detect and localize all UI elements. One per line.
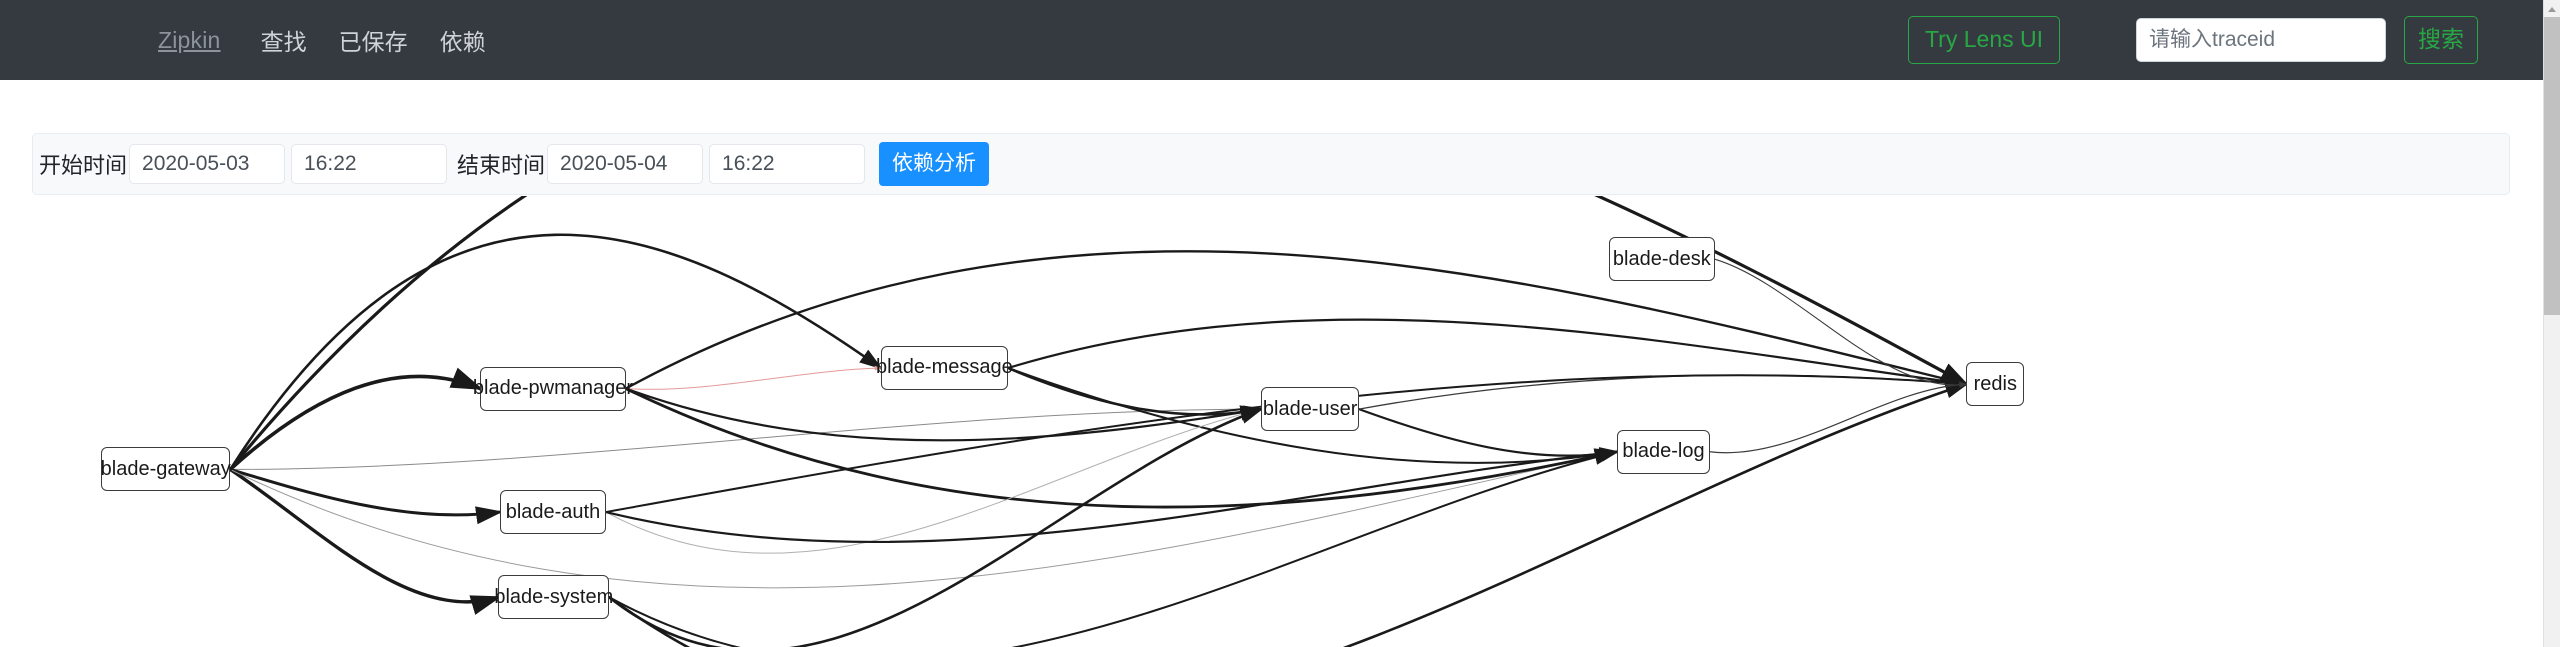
graph-edge-blade-gateway-to-blade-pwmanager[interactable] (228, 367, 484, 472)
dependency-filter-bar: 开始时间 结束时间 依赖分析 (32, 133, 2510, 195)
graph-edge-blade-user-to-blade-log[interactable] (1357, 408, 1620, 462)
graph-edge-blade-log-to-redis[interactable] (1709, 381, 1968, 454)
scrollbar-thumb[interactable] (2544, 17, 2560, 315)
end-time-label: 结束时间 (457, 153, 546, 178)
graph-edge-blade-auth-to-blade-log[interactable] (604, 447, 1620, 544)
graph-node-blade-auth[interactable]: blade-auth (500, 490, 606, 535)
try-lens-ui-button[interactable]: Try Lens UI (1907, 16, 2060, 64)
nav-link-saved[interactable]: 已保存 (338, 29, 408, 55)
start-time-input[interactable] (291, 144, 448, 184)
graph-edge-blade-gateway-to-blade-message[interactable] (228, 233, 883, 471)
graph-edge-blade-pwmanager-to-blade-log[interactable] (624, 387, 1620, 509)
search-button[interactable]: 搜索 (2404, 16, 2478, 64)
graph-node-label: blade-pwmanager (472, 377, 634, 400)
graph-node-label: blade-system (494, 585, 614, 608)
start-date-input[interactable] (129, 144, 286, 184)
graph-node-redis[interactable]: redis (1966, 362, 2025, 407)
graph-node-blade-user[interactable]: blade-user (1261, 387, 1359, 432)
nav-link-dependencies[interactable]: 依赖 (439, 29, 486, 55)
graph-edge-blade-pwmanager-to-blade-message[interactable] (625, 365, 882, 390)
graph-node-label: blade-log (1622, 440, 1705, 463)
brand-zipkin[interactable]: Zipkin (158, 26, 221, 53)
graph-edge-blade-message-to-blade-user[interactable] (1006, 366, 1264, 421)
graph-node-blade-pwmanager[interactable]: blade-pwmanager (473, 366, 633, 411)
graph-node-blade-desk[interactable]: blade-desk (1608, 237, 1715, 282)
graph-edge-blade-system-to-blade-user[interactable] (607, 407, 1264, 647)
graph-node-label: blade-user (1262, 397, 1358, 420)
start-time-label: 开始时间 (39, 153, 128, 178)
end-time-input[interactable] (709, 144, 866, 184)
nav-link-find[interactable]: 查找 (260, 29, 307, 55)
graph-node-label: blade-desk (1612, 247, 1711, 270)
graph-edge-blade-gateway-to-blade-auth[interactable] (228, 467, 503, 525)
graph-edge-blade-pwmanager-to-redis[interactable] (624, 250, 1969, 390)
graph-edge-blade-gateway-to-blade-system[interactable] (228, 467, 502, 615)
traceid-search-input[interactable] (2136, 18, 2386, 62)
graph-node-label: blade-auth (505, 500, 601, 523)
graph-node-blade-gateway[interactable]: blade-gateway (100, 447, 231, 492)
navbar-right-group: Try Lens UI 搜索 (1907, 16, 2478, 64)
graph-node-blade-log[interactable]: blade-log (1617, 429, 1710, 474)
graph-edge-blade-system-to-redis[interactable] (607, 382, 1969, 647)
top-navbar: Zipkin 查找 已保存 依赖 Try Lens UI 搜索 (0, 0, 2543, 80)
graph-edge-blade-system-to-blade-log[interactable] (608, 449, 1620, 647)
graph-edge-blade-message-to-redis[interactable] (1007, 318, 1969, 389)
analyze-dependencies-button[interactable]: 依赖分析 (879, 142, 990, 186)
graph-edge-blade-auth-to-blade-user[interactable] (605, 408, 1263, 554)
graph-edge-blade-desk-to-redis[interactable] (1714, 258, 1968, 388)
dependency-graph-canvas[interactable]: blade-gateway blade-pwmanager blade-messag… (0, 196, 2543, 647)
graph-edge-blade-user-to-redis[interactable] (1358, 374, 1968, 410)
nav-links: 查找 已保存 依赖 (261, 23, 518, 57)
graph-node-label: blade-message (876, 356, 1013, 379)
scrollbar-up-arrow-icon[interactable] (2544, 0, 2560, 17)
graph-node-blade-message[interactable]: blade-message (876, 345, 1013, 391)
end-date-input[interactable] (547, 144, 704, 184)
graph-edge-blade-gateway-to-blade-log[interactable] (229, 450, 1619, 589)
graph-node-label: redis (1973, 372, 2017, 395)
graph-node-blade-system[interactable]: blade-system (494, 575, 613, 620)
graph-edge-blade-message-to-blade-log[interactable] (1007, 366, 1620, 464)
dependency-graph-edges (228, 196, 1970, 647)
graph-node-label: blade-gateway (100, 457, 231, 480)
page-scrollbar[interactable] (2543, 0, 2560, 647)
graph-edge-blade-pwmanager-to-blade-user[interactable] (624, 387, 1264, 442)
